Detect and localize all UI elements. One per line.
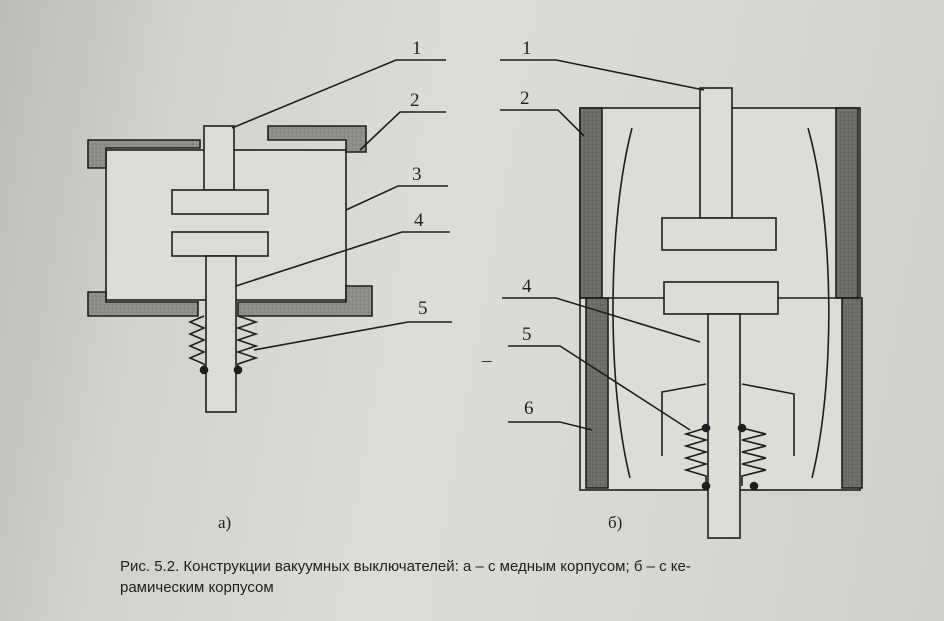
stray-dash: – bbox=[481, 350, 492, 371]
figure-b-lower-contact bbox=[663, 281, 779, 315]
figure-b-shield-left bbox=[612, 127, 633, 479]
figure-a-weld-left bbox=[199, 365, 209, 375]
figure-b-label-5: 5 bbox=[522, 324, 532, 345]
figure-a-lower-contact bbox=[171, 231, 269, 257]
figure-b-label-6: 6 bbox=[524, 398, 534, 419]
figure-b-fixed-rod bbox=[699, 87, 733, 219]
figure-a-weld-right bbox=[233, 365, 243, 375]
figure-a-label-2: 2 bbox=[410, 90, 420, 111]
figure-b-label-2: 2 bbox=[520, 88, 530, 109]
figure-a-leader-5 bbox=[253, 321, 452, 351]
figure-b-weld-bottom-left bbox=[701, 481, 711, 491]
figure-b-bellows-right bbox=[741, 427, 767, 486]
figure-b-caption: б) bbox=[608, 513, 622, 532]
figure-b-weld-bottom-right bbox=[749, 481, 759, 491]
figure-b-ceramic-wall-left-upper bbox=[579, 107, 603, 299]
figure-b-label-4: 4 bbox=[522, 276, 532, 297]
figure-b-leader-6 bbox=[508, 421, 593, 431]
figure-b-ceramic-wall-right-upper bbox=[835, 107, 859, 299]
figure-a-label-5: 5 bbox=[418, 298, 428, 319]
figure-b-moving-rod bbox=[707, 313, 741, 539]
figure-a-bellows-right bbox=[235, 315, 259, 370]
figure-a-label-1: 1 bbox=[412, 38, 422, 59]
figure-a-leader-2 bbox=[359, 111, 446, 151]
figure-a-copper-housing bbox=[87, 59, 452, 413]
caption-line-1: Рис. 5.2. Конструкции вакуумных выключат… bbox=[120, 558, 691, 575]
figure-b-weld-top-right bbox=[737, 423, 747, 433]
figure-caption: Рис. 5.2. Конструкции вакуумных выключат… bbox=[120, 556, 900, 598]
figure-b-leader-2 bbox=[500, 109, 585, 137]
figure-a-bellows-left bbox=[187, 315, 207, 370]
figure-a-labels: 1 2 3 4 5 а) bbox=[218, 38, 428, 532]
figure-b-leader-5 bbox=[508, 345, 691, 431]
figure-b-weld-top-left bbox=[701, 423, 711, 433]
figure-b-ceramic-wall-right-lower bbox=[841, 297, 863, 489]
figure-a-leader-3 bbox=[345, 185, 448, 211]
figure-b-labels: 1 2 4 5 6 – б) bbox=[481, 38, 622, 532]
figure-a-label-3: 3 bbox=[412, 164, 422, 185]
figure-a-bottom-flange-left bbox=[87, 291, 199, 317]
figure-a-fixed-rod bbox=[203, 125, 235, 191]
figure-a-caption: а) bbox=[218, 513, 231, 532]
figure-b-bellows-left bbox=[683, 427, 709, 486]
figure-b-ceramic-housing bbox=[500, 59, 863, 539]
figure-b-leader-4 bbox=[502, 297, 701, 343]
figure-b-upper-contact bbox=[661, 217, 777, 251]
figure-a-leader-4 bbox=[235, 231, 450, 287]
caption-line-2: рамическим корпусом bbox=[120, 579, 274, 596]
figure-a-label-4: 4 bbox=[414, 210, 424, 231]
figure-a-upper-contact bbox=[171, 189, 269, 215]
figure-b-shield-right bbox=[807, 127, 830, 479]
figure-b-label-1: 1 bbox=[522, 38, 532, 59]
figure-b-leader-1 bbox=[500, 59, 705, 91]
figure-a-moving-rod bbox=[205, 255, 237, 413]
figure-b-bellows-shield-right bbox=[741, 383, 795, 456]
figure-a-top-flange-right bbox=[267, 125, 367, 153]
figure-a-top-flange-left bbox=[87, 139, 201, 169]
figure-b-bellows-shield-left bbox=[661, 383, 707, 456]
figure-b-ceramic-wall-left-lower bbox=[585, 297, 609, 489]
figure-a-leader-1 bbox=[231, 59, 446, 129]
